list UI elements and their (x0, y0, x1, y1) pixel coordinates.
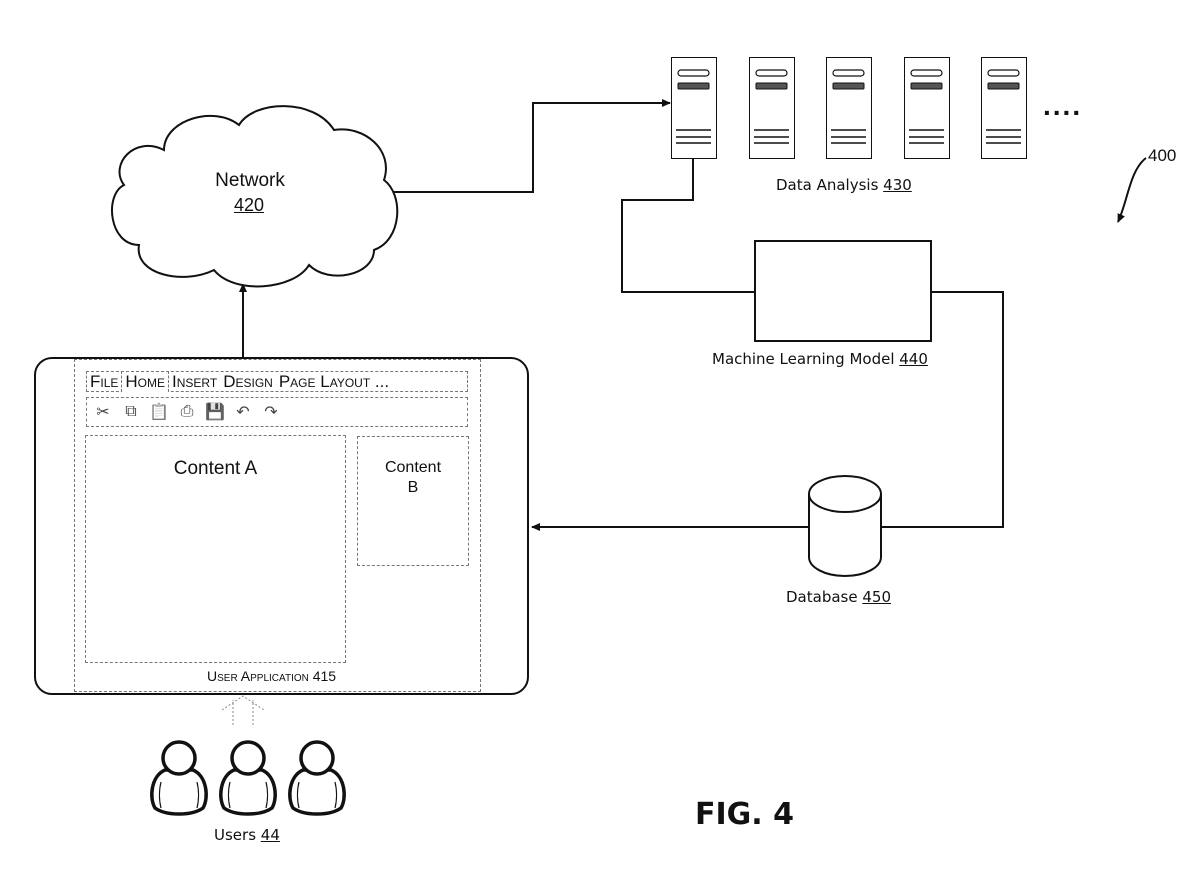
network-ref: 420 (234, 195, 265, 215)
data-analysis-server-icon (671, 57, 717, 159)
menu-item-file[interactable]: File (90, 372, 119, 391)
content-a-title: Content A (173, 458, 258, 479)
ml-model-label: Machine Learning Model 440 (712, 350, 928, 368)
printer-icon: ⎙ (180, 403, 194, 420)
figure-title: FIG. 4 (695, 797, 794, 832)
connector-ml-to-database (880, 291, 1004, 528)
menu-item-home[interactable]: Home (121, 370, 170, 392)
data-analysis-server-icon (748, 57, 795, 159)
print-button[interactable]: ⎙ (177, 402, 197, 422)
data-analysis-server-icon (826, 57, 872, 159)
data-analysis-server-icon (903, 57, 950, 159)
content-b-title-line1: Content (384, 459, 442, 476)
cut-button[interactable]: ✂ (93, 402, 113, 422)
reference-leader-arrow (1117, 157, 1147, 223)
undo-button[interactable]: ↶ (233, 402, 253, 422)
redo-button[interactable]: ↷ (261, 402, 281, 422)
menu-item-page-layout[interactable]: Page Layout ... (278, 372, 390, 391)
user-device-frame (34, 357, 529, 695)
figure-reference-numeral: 400 (1148, 146, 1177, 165)
user-icon (219, 740, 277, 816)
undo-icon: ↶ (236, 404, 250, 421)
menu-item-design[interactable]: Design (223, 372, 273, 391)
redo-icon: ↷ (264, 404, 278, 421)
ml-model-name: Machine Learning Model (712, 350, 895, 368)
data-analysis-server-icon (981, 57, 1027, 159)
paste-button[interactable]: 📋 (149, 402, 169, 422)
connector-network-to-data-analysis (392, 99, 671, 193)
content-a-panel[interactable]: Content A (85, 435, 346, 663)
database-ref: 450 (862, 588, 891, 606)
save-button[interactable]: 💾 (205, 402, 225, 422)
database-cylinder-icon (808, 475, 882, 577)
menu-item-insert[interactable]: Insert (172, 372, 218, 391)
database-label: Database 450 (786, 588, 891, 606)
content-b-title-line2: B (407, 479, 419, 496)
user-application-window (74, 359, 481, 692)
ml-model-ref: 440 (899, 350, 928, 368)
network-name: Network (215, 170, 285, 191)
users-label: Users 44 (214, 826, 280, 844)
database-name: Database (786, 588, 858, 606)
data-analysis-label: Data Analysis 430 (776, 176, 912, 194)
data-analysis-ref: 430 (883, 176, 912, 194)
users-name: Users (214, 826, 257, 844)
ml-model-box (754, 240, 932, 342)
copy-button[interactable]: ⧉ (121, 402, 141, 422)
paste-icon: 📋 (149, 404, 169, 421)
save-icon: 💾 (205, 404, 225, 421)
network-cloud-icon (111, 105, 399, 288)
connector-data-analysis-to-ml (621, 158, 754, 293)
users-ref: 44 (260, 826, 280, 844)
user-icon (150, 740, 208, 816)
more-servers-ellipsis: .... (1043, 90, 1083, 121)
copy-icon: ⧉ (125, 403, 137, 420)
data-analysis-name: Data Analysis (776, 176, 879, 194)
users-input-arrows (221, 695, 265, 725)
content-b-panel[interactable]: Content B (357, 436, 469, 566)
user-icon (288, 740, 346, 816)
user-application-label: User Application 415 (207, 668, 337, 684)
scissors-icon: ✂ (96, 404, 110, 421)
application-toolbar: ✂ ⧉ 📋 ⎙ 💾 ↶ ↷ (86, 397, 468, 427)
